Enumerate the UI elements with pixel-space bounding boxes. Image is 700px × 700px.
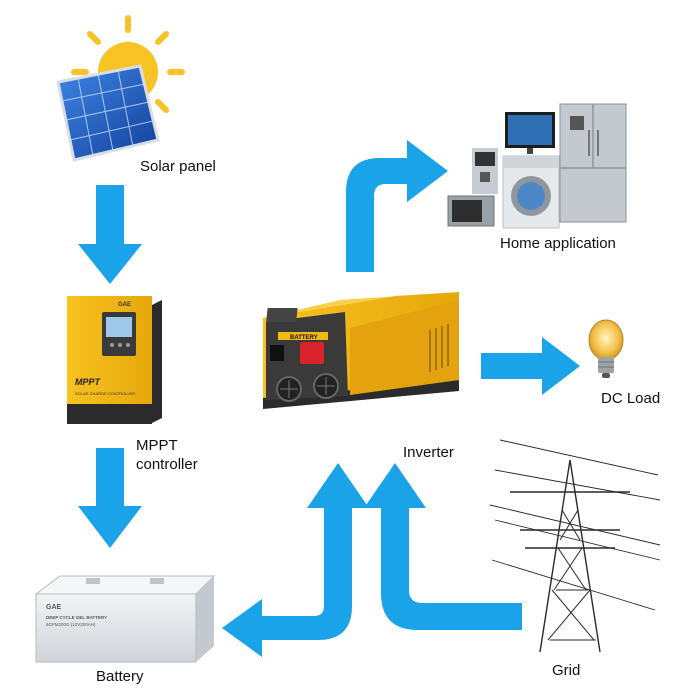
label-battery: Battery [96, 668, 144, 685]
mppt-device-brand: MPPT [75, 377, 102, 387]
flow-arrows [78, 140, 580, 657]
inverter-image: BATTERY [263, 292, 459, 409]
mppt-device-subtitle: SOLAR CHARGE CONTROLLER [75, 391, 135, 396]
label-mppt-line1: MPPT [136, 437, 178, 454]
arrow-grid-to-inverter [364, 463, 522, 630]
mppt-controller-image: GAE MPPT SOLAR CHARGE CONTROLLER [67, 296, 162, 424]
battery-model: 6GFM200G (12V200AH) [46, 622, 96, 627]
arrow-inverter-to-battery [222, 463, 369, 657]
label-grid: Grid [552, 662, 581, 679]
arrow-inverter-to-dcload [481, 337, 580, 395]
arrow-mppt-to-battery [78, 448, 142, 548]
label-home-application: Home application [500, 235, 616, 252]
washing-machine-icon [502, 155, 560, 229]
arrow-inverter-to-home [346, 140, 448, 272]
coffee-machine-icon [472, 148, 498, 194]
label-dc-load: DC Load [601, 390, 661, 407]
label-mppt-line2: controller [136, 456, 198, 473]
fridge-icon [559, 103, 627, 223]
light-bulb-icon [588, 319, 624, 378]
battery-logo: GAE [46, 604, 62, 611]
home-appliances-image [447, 103, 627, 229]
arrow-solar-to-mppt [78, 185, 142, 284]
label-inverter: Inverter [403, 444, 454, 461]
inverter-battery-label: BATTERY [290, 335, 318, 341]
battery-image: GAE DEEP CYCLE GEL BATTERY 6GFM200G (12V… [34, 575, 216, 663]
mppt-logo: GAE [118, 302, 131, 308]
microwave-icon [447, 195, 495, 227]
tv-icon [505, 112, 555, 154]
solar-panel-image [56, 64, 160, 162]
grid-tower-icon [489, 439, 661, 653]
label-solar-panel: Solar panel [140, 158, 216, 175]
battery-title: DEEP CYCLE GEL BATTERY [46, 615, 107, 620]
